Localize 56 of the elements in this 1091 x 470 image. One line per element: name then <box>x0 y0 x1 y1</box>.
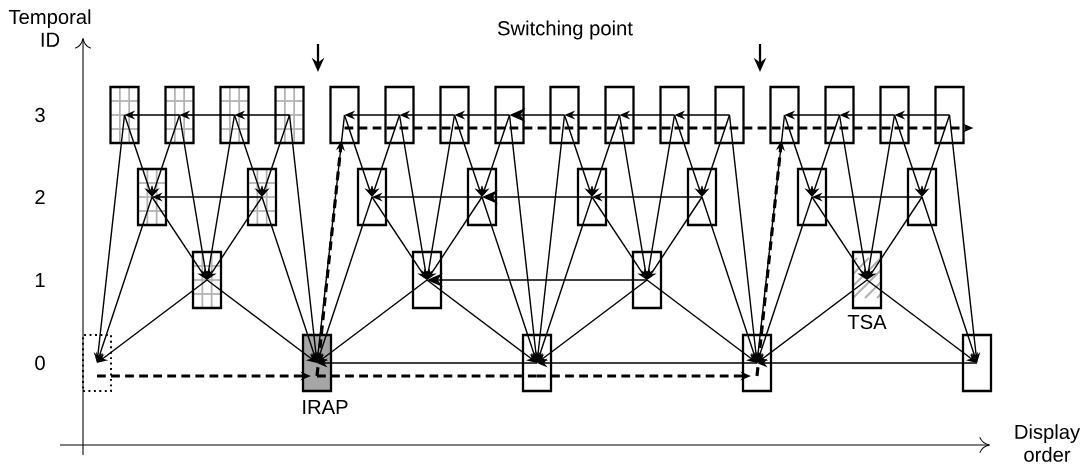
picture-box <box>576 167 608 227</box>
picture-box <box>219 85 250 145</box>
picture-box <box>824 85 855 145</box>
box-caption: IRAP <box>303 400 348 414</box>
picture-box <box>659 85 690 145</box>
picture-box <box>136 167 168 227</box>
arrow <box>151 196 207 280</box>
axis-title: Temporal ID <box>8 9 91 47</box>
axis-title: Display order <box>1015 424 1081 462</box>
picture-box <box>741 333 773 393</box>
arrow <box>646 279 757 363</box>
tick-label: 3 <box>35 107 45 123</box>
arrow <box>537 279 648 363</box>
heading: Switching point <box>497 20 633 40</box>
tick-label: 1 <box>35 273 45 287</box>
picture-box <box>906 167 938 227</box>
picture-box <box>961 333 993 393</box>
picture-box <box>631 250 663 310</box>
arrow <box>811 196 867 280</box>
picture-box <box>191 250 223 310</box>
arrow <box>426 279 537 363</box>
picture-box <box>879 85 910 145</box>
picture-box <box>494 85 525 145</box>
picture-box <box>274 85 305 145</box>
box-caption: TSA <box>847 314 887 330</box>
picture-box <box>604 85 635 145</box>
arrow <box>207 196 263 280</box>
picture-box <box>329 85 360 145</box>
arrow <box>371 196 427 280</box>
picture-box <box>769 85 800 145</box>
arrow <box>427 196 483 280</box>
picture-box <box>466 167 498 227</box>
arrow <box>206 279 317 363</box>
picture-box <box>796 167 828 227</box>
tick-label: 0 <box>35 355 45 371</box>
picture-box <box>246 167 278 227</box>
arrow <box>317 279 428 363</box>
picture-box <box>109 85 140 145</box>
picture-box <box>384 85 415 145</box>
arrow <box>867 196 923 280</box>
arrow <box>97 279 208 363</box>
picture-box <box>356 167 388 227</box>
picture-box <box>411 250 443 310</box>
tick-label: 2 <box>35 189 45 205</box>
picture-box <box>521 333 553 393</box>
picture-box <box>934 85 965 145</box>
arrow <box>757 279 868 363</box>
picture-box <box>164 85 195 145</box>
arrow <box>866 279 977 363</box>
arrow <box>647 196 703 280</box>
picture-box <box>686 167 718 227</box>
picture-box <box>549 85 580 145</box>
picture-box <box>82 334 112 392</box>
arrow <box>591 196 647 280</box>
picture-box <box>714 85 745 145</box>
picture-box <box>439 85 470 145</box>
